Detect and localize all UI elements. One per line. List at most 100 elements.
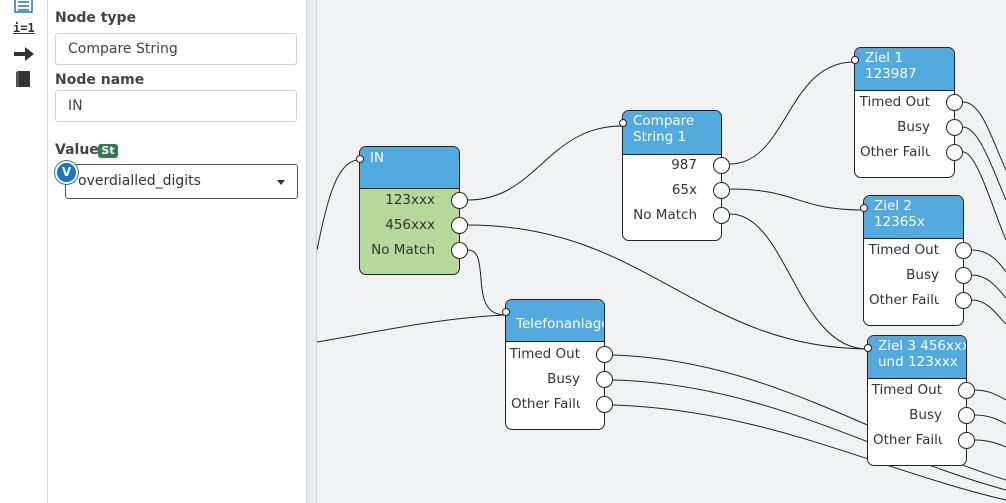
port-label: No Match [633,207,697,223]
output-port-busy[interactable] [946,119,963,136]
book-icon[interactable] [12,69,36,89]
node-subtitle: 12365x [874,214,925,230]
output-port-65x[interactable] [713,182,730,199]
input-port[interactable] [502,308,510,316]
port-label: Other Failure [869,292,939,308]
output-port-other-failure[interactable] [958,432,975,449]
node-title: Telefonanlage [516,316,604,332]
wire-ziel3-busy [974,414,1006,425]
output-port-timed-out[interactable] [946,94,963,111]
output-port-no-match[interactable] [451,242,468,259]
node-ziel-3[interactable]: Ziel 3 456xxx und 123xxx Timed Out Busy … [864,335,975,466]
node-header: Ziel 2 12365x [864,196,963,239]
port-label: 987 [671,157,697,173]
port-label: Other Failure [873,432,942,448]
node-subtitle: 123987 [865,66,917,82]
value-select[interactable]: overdialled_digits [65,164,298,199]
output-port-123xxx[interactable] [451,192,468,209]
output-port-busy[interactable] [955,267,972,284]
wire-ziel1-timed-out [962,101,1006,171]
wire-telefon-other [612,404,1006,501]
port-label: Timed Out [871,382,942,398]
node-header: IN [360,147,459,189]
input-port[interactable] [864,344,872,352]
wire-ziel2-other [971,299,1006,325]
node-header: Telefonanlage [506,300,604,342]
wire-telefon-busy [612,379,1006,491]
value-label: Value [55,142,99,158]
wire-offscreen-telefon [317,314,506,343]
chevron-down-icon [277,180,285,185]
port-label: 123xxx [385,192,435,208]
list-icon[interactable] [12,0,36,16]
port-label: Busy [906,267,939,283]
node-title: Compare [633,113,695,129]
output-port-other-failure[interactable] [955,292,972,309]
output-port-timed-out[interactable] [596,346,613,363]
output-port-no-match[interactable] [713,207,730,224]
wire-offscreen-in [317,159,360,251]
port-label: Timed Out [509,346,580,362]
wire-987-ziel1 [729,61,855,165]
input-port[interactable] [619,119,627,127]
input-port[interactable] [851,56,859,64]
wire-nomatch-telefon [467,249,506,316]
connection-wires [317,61,1006,501]
node-title: IN [370,150,385,166]
port-label: Busy [547,371,580,387]
node-compare-string-1[interactable]: Compare String 1 987 65x No Match [619,110,730,241]
assign-text: i=1 [13,21,35,35]
wire-ziel2-busy [971,274,1006,299]
node-title: Ziel 1 [865,50,903,66]
node-title: Ziel 3 456xxx [878,338,966,354]
variable-badge[interactable]: V [55,161,78,184]
node-header: Ziel 1 123987 [855,48,954,91]
wire-nomatch-ziel3 [729,213,869,350]
flow-canvas[interactable]: IN 123xxx 456xxx No Match Compare String… [317,0,1006,503]
properties-panel: Node type Compare String Node name IN Va… [48,0,306,503]
node-name-field[interactable]: IN [55,90,297,122]
port-label: Busy [909,407,942,423]
node-ziel-1[interactable]: Ziel 1 123987 Timed Out Busy Other Failu… [851,47,963,178]
port-label: 65x [671,182,697,198]
output-port-456xxx[interactable] [451,217,468,234]
wire-123xxx-compare [467,125,623,201]
wire-ziel3-timed-out [974,389,1006,401]
port-label: No Match [371,242,435,258]
output-port-timed-out[interactable] [958,382,975,399]
input-port[interactable] [356,155,364,163]
string-type-badge: St [98,144,118,158]
node-subtitle: und 123xxx [878,354,958,370]
node-in[interactable]: IN 123xxx 456xxx No Match [356,146,468,275]
node-type-field[interactable]: Compare String [55,33,297,65]
output-port-busy[interactable] [958,407,975,424]
node-type-label: Node type [55,10,137,26]
output-port-other-failure[interactable] [946,144,963,161]
wire-65x-ziel2 [729,188,864,211]
wire-ziel3-other [974,439,1006,448]
port-label: Timed Out [859,94,930,110]
node-title: Ziel 2 [874,198,912,214]
value-selected: overdialled_digits [78,173,201,189]
node-name-label: Node name [55,72,145,88]
arrow-right-icon[interactable] [12,44,36,64]
assign-icon[interactable]: i=1 [13,21,37,41]
node-subtitle: String 1 [633,129,687,145]
wire-ziel1-busy [962,126,1006,201]
port-label: Timed Out [868,242,939,258]
output-port-timed-out[interactable] [955,242,972,259]
node-telefonanlage[interactable]: Telefonanlage Timed Out Busy Other Failu… [502,299,613,430]
wire-ziel1-other [962,151,1006,241]
panel-splitter[interactable] [306,0,317,503]
output-port-other-failure[interactable] [596,396,613,413]
port-label: Other Failure [511,396,580,412]
output-port-busy[interactable] [596,371,613,388]
node-header: Compare String 1 [623,111,721,155]
port-label: Busy [897,119,930,135]
wire-ziel2-timed-out [971,249,1006,273]
tool-strip: i=1 [0,0,48,503]
output-port-987[interactable] [713,157,730,174]
port-label: 456xxx [385,217,435,233]
input-port[interactable] [860,204,868,212]
node-ziel-2[interactable]: Ziel 2 12365x Timed Out Busy Other Failu… [860,195,972,326]
